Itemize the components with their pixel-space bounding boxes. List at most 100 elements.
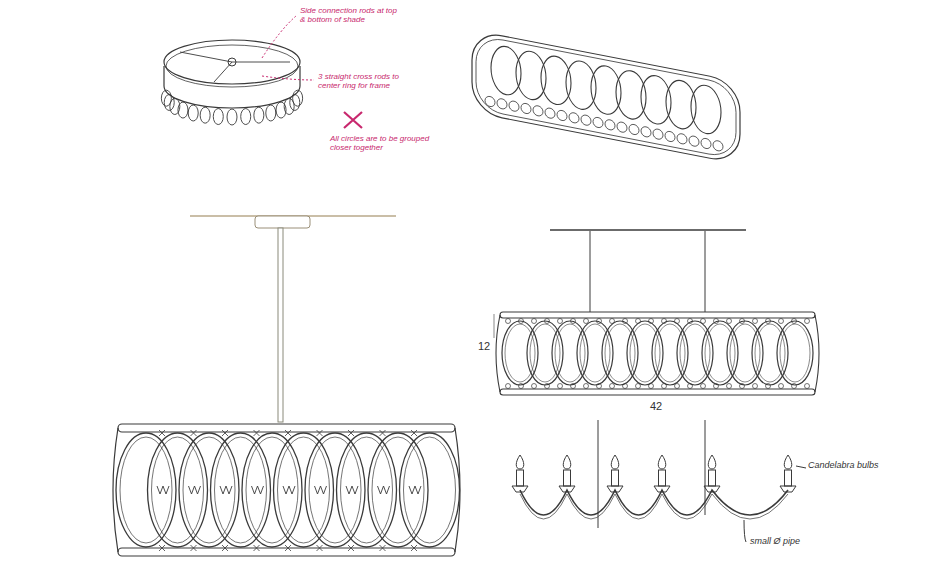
wire-binding	[283, 486, 295, 494]
rail-bead	[675, 319, 680, 324]
oval-ring-pair	[179, 433, 239, 547]
rail-clip	[159, 430, 165, 551]
oval-ring	[337, 433, 397, 547]
small-loop	[213, 109, 223, 125]
drum-end	[113, 428, 460, 552]
small-loop	[227, 109, 237, 125]
rail-bead	[558, 319, 563, 324]
rail-bead	[532, 384, 537, 389]
rail-bead	[519, 384, 524, 389]
oval-ring-inner	[655, 324, 685, 382]
band-rail	[500, 389, 815, 395]
small-loop	[593, 117, 603, 129]
oval-ring-inner	[755, 324, 785, 382]
small-loop	[617, 121, 627, 133]
oval-ring-pair	[148, 433, 208, 547]
band-end	[496, 315, 819, 392]
drum-pendant	[113, 216, 460, 556]
wire-binding	[378, 486, 390, 494]
rail-bead	[792, 384, 797, 389]
candle-socket	[512, 455, 528, 492]
rail-clip	[317, 430, 323, 551]
rail-clip	[348, 430, 354, 551]
part-label: small Ø pipe	[750, 536, 800, 546]
shade-band	[472, 30, 740, 164]
canopy	[255, 216, 310, 228]
rail-clip	[222, 430, 228, 551]
rail-bead	[753, 384, 758, 389]
rail-bead	[545, 319, 550, 324]
rail-bead	[649, 384, 654, 389]
oval-ring-inner	[372, 437, 424, 543]
rail-bead	[727, 319, 732, 324]
drum-rail	[118, 424, 455, 432]
rail-bead	[688, 384, 693, 389]
oval-ring	[368, 433, 428, 547]
rail-clip	[191, 430, 197, 551]
wire-binding	[346, 486, 358, 494]
oval-ring-inner	[505, 324, 535, 382]
bobeche	[780, 486, 796, 492]
wire-binding	[189, 486, 201, 494]
candle-socket	[607, 455, 623, 492]
small-loop	[713, 140, 723, 152]
small-loop	[509, 100, 519, 112]
band-rail	[500, 312, 815, 318]
oval-ring-inner	[780, 324, 810, 382]
bobeche	[559, 486, 575, 492]
cross-rod	[214, 62, 232, 82]
wire-binding	[220, 486, 232, 494]
small-loop	[485, 96, 495, 108]
rail-bead	[623, 319, 628, 324]
small-loop	[164, 94, 174, 110]
oval-ring	[148, 433, 208, 547]
swag-arm	[520, 490, 788, 515]
small-loop	[200, 107, 210, 123]
rail-bead	[662, 384, 667, 389]
small-loop	[569, 112, 579, 124]
small-loop	[653, 128, 663, 140]
rail-bead	[662, 319, 667, 324]
oval-ring	[274, 433, 334, 547]
rail-bead	[649, 319, 654, 324]
oval-ring-inner	[555, 324, 585, 382]
rail-bead	[688, 319, 693, 324]
oval-ring-pair	[305, 433, 365, 547]
small-loop	[545, 107, 555, 119]
design-note: All circles are to be grouped closer tog…	[330, 134, 430, 152]
design-note: 3 straight cross rods to center ring for…	[318, 72, 414, 90]
oval-ring-inner	[404, 437, 456, 543]
oval-ring	[777, 321, 813, 385]
oval-ring	[211, 433, 271, 547]
oval-ring-pair	[368, 433, 428, 547]
oval-ring-pair	[211, 433, 271, 547]
wire-binding	[252, 486, 264, 494]
rail-bead	[623, 384, 628, 389]
round-shade-sketch	[161, 40, 302, 125]
wire-binding	[315, 486, 327, 494]
rail-bead	[779, 384, 784, 389]
candle-socket	[780, 455, 796, 492]
oval-ring-inner	[341, 437, 393, 543]
small-loop	[178, 102, 188, 118]
oval-ring-inner	[183, 437, 235, 543]
rail-bead	[766, 384, 771, 389]
rail-bead	[506, 384, 511, 389]
rail-bead	[805, 384, 810, 389]
oval-ring-inner	[246, 437, 298, 543]
hanging-rod	[590, 231, 591, 312]
rail-bead	[805, 319, 810, 324]
small-loop	[521, 103, 531, 115]
rail-clip	[411, 430, 417, 551]
wire-binding	[409, 486, 421, 494]
oval-ring-pair	[337, 433, 397, 547]
ring-top-inner	[166, 45, 298, 87]
oval-ring-pair	[116, 433, 176, 547]
candle-sleeve	[785, 470, 792, 486]
oval-ring-inner	[605, 324, 635, 382]
small-loop	[241, 109, 251, 125]
candle-sleeve	[517, 470, 524, 486]
rail-bead	[766, 319, 771, 324]
rail-bead	[753, 319, 758, 324]
